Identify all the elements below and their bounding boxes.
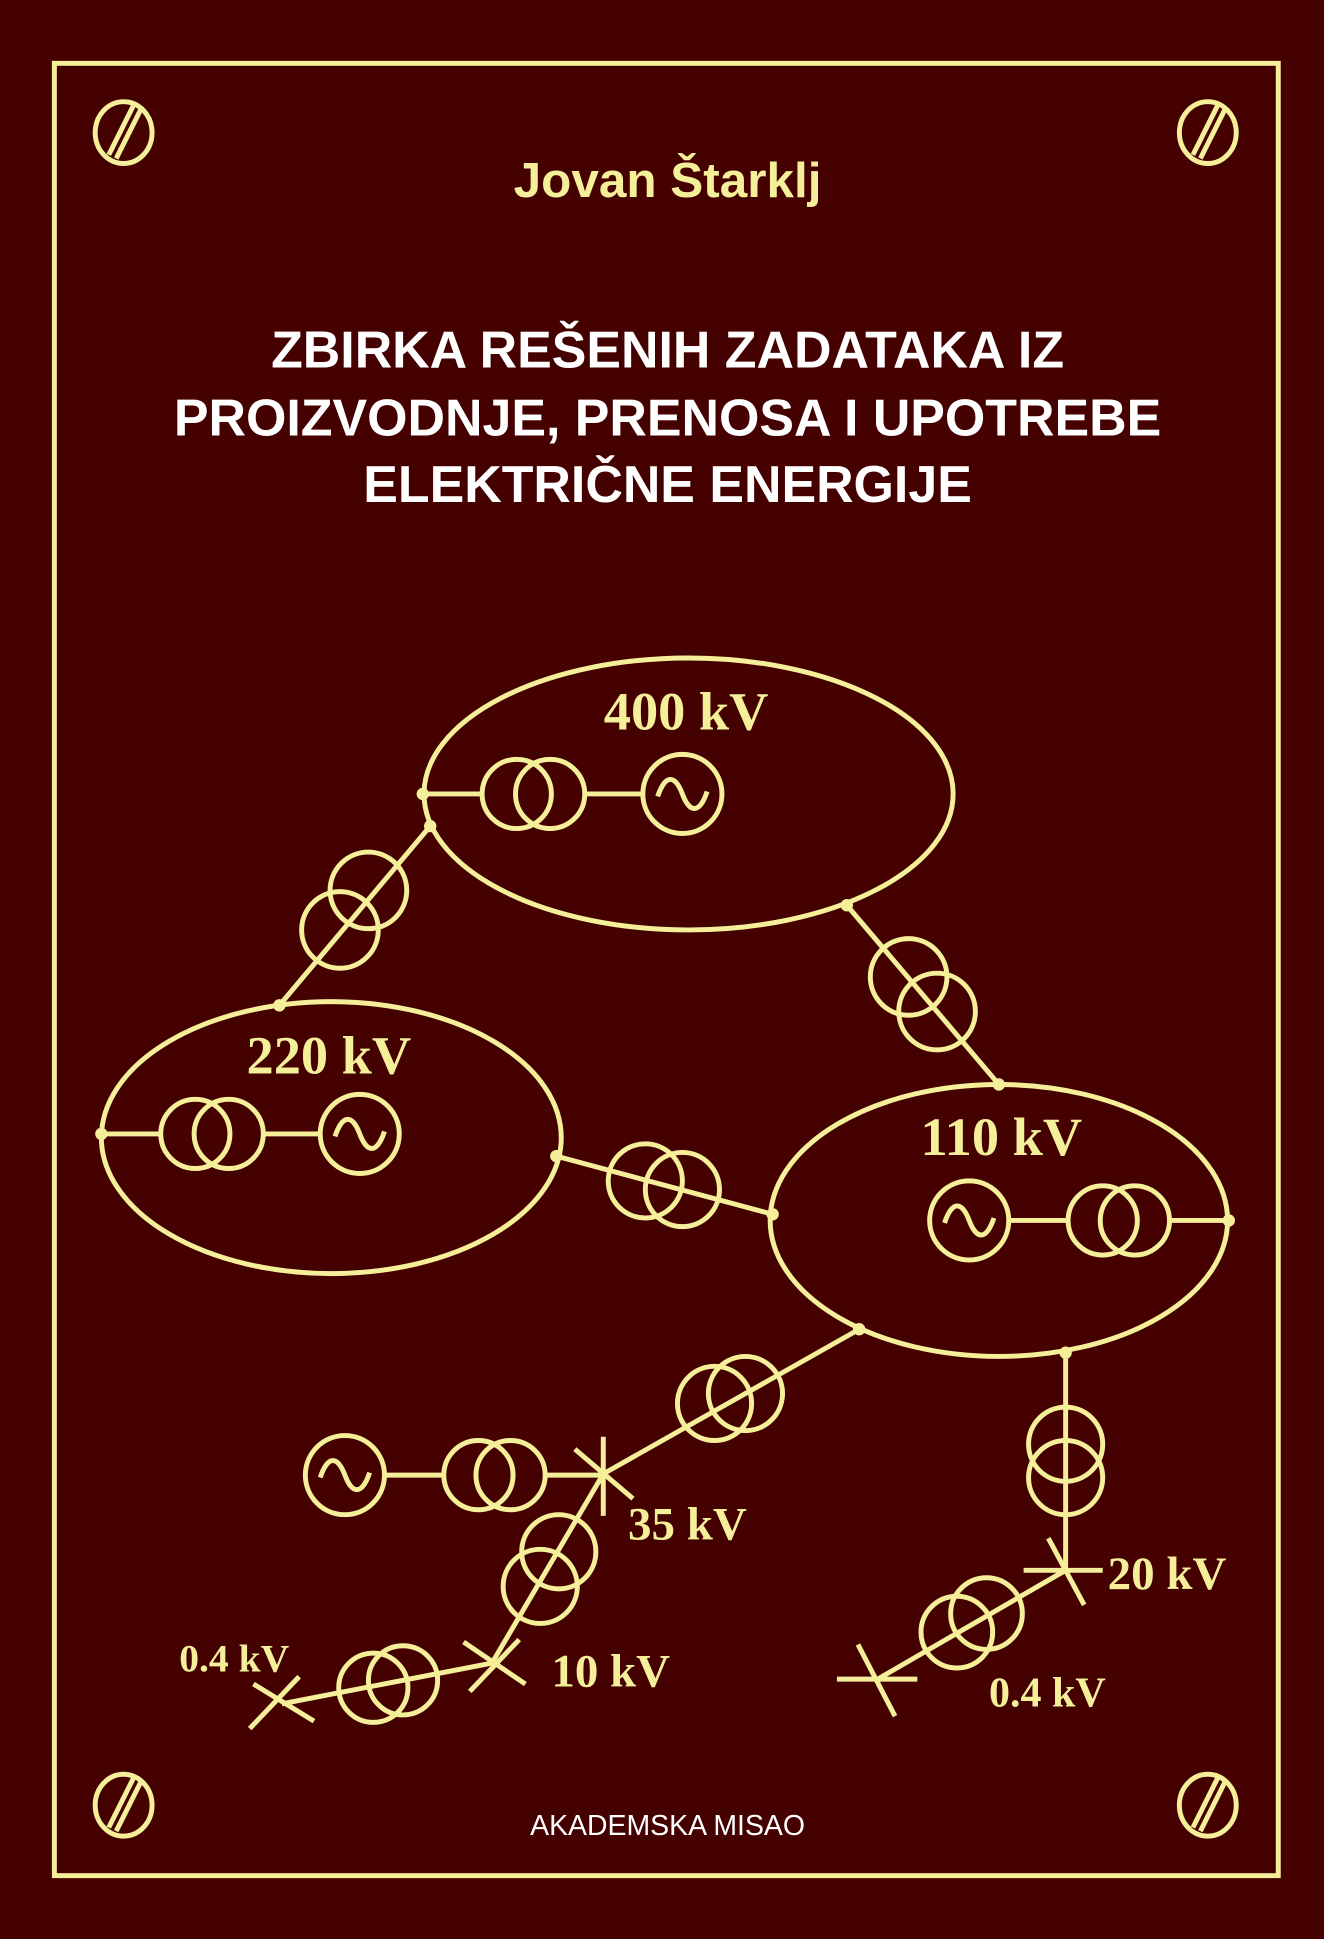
label-04kv-right: 0.4 kV (989, 1670, 1106, 1716)
busbar-10kv-icon (462, 1637, 527, 1694)
transformer-icon (479, 756, 554, 832)
publisher: AKADEMSKA MISAO (530, 1810, 805, 1842)
screw-icon (1179, 1774, 1236, 1836)
power-network-diagram: 400 kV 220 kV 110 kV (95, 655, 1235, 1731)
screw-icon (1179, 102, 1236, 164)
label-20kv: 20 kV (1108, 1548, 1227, 1600)
screw-icon (95, 102, 152, 164)
label-04kv-left: 0.4 kV (179, 1637, 289, 1681)
author: Jovan Štarklj (514, 151, 822, 208)
transformer-icon (1026, 1404, 1106, 1484)
label-400kv: 400 kV (604, 682, 769, 742)
generator-icon (320, 1094, 399, 1173)
label-10kv: 10 kV (551, 1646, 670, 1698)
transformer-icon (158, 1096, 233, 1172)
generator-icon (643, 754, 722, 833)
title-line-3: ELEKTRIČNE ENERGIJE (363, 455, 972, 514)
generator-icon (305, 1436, 384, 1515)
transformer-icon (674, 1363, 755, 1443)
title-line-1: ZBIRKA REŠENIH ZADATAKA IZ (271, 320, 1064, 379)
transformer-icon (441, 1438, 516, 1513)
transformer-icon (605, 1141, 685, 1221)
screw-icon (95, 1774, 152, 1836)
busbar-04kv-icon (247, 1674, 316, 1731)
busbar-04kv-icon (836, 1643, 918, 1718)
frame-border (51, 60, 1281, 1879)
title-line-2: PROIZVODNJE, PRENOSA I UPOTREBE (174, 389, 1161, 447)
generator-icon (930, 1181, 1009, 1260)
label-220kv: 220 kV (247, 1025, 412, 1085)
label-35kv: 35 kV (628, 1498, 747, 1550)
transformer-icon (336, 1650, 411, 1725)
transformer-icon (1065, 1183, 1140, 1258)
label-110kv: 110 kV (921, 1107, 1083, 1167)
